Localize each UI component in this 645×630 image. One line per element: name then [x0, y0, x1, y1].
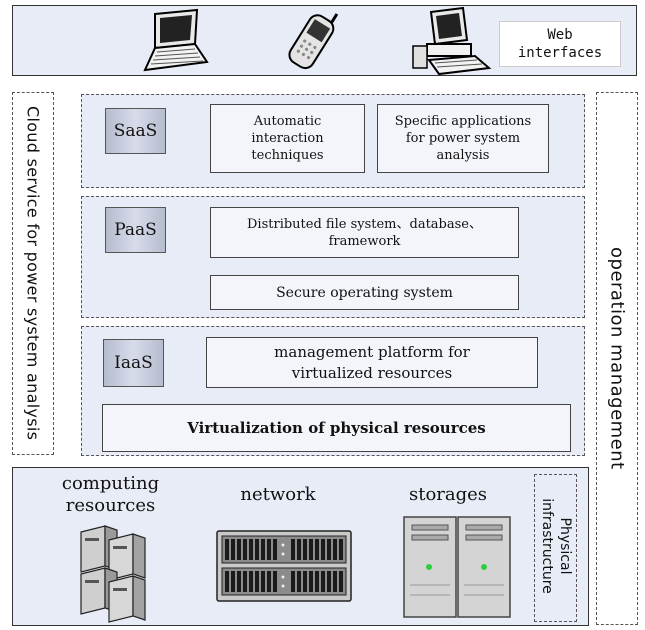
- computing-resources-icon: [80, 525, 146, 623]
- laptop-icon: [143, 8, 209, 72]
- web-interfaces-label: Web interfaces: [499, 21, 621, 67]
- iaas-virtualization-box: Virtualization of physical resources: [102, 404, 571, 452]
- mobile-phone-icon: [288, 13, 339, 70]
- physical-infrastructure-label: Physical infrastructure: [539, 498, 573, 594]
- iaas-layer: IaaS management platform for virtualized…: [81, 326, 585, 456]
- operation-management-label-box: operation management: [596, 92, 638, 625]
- paas-layer: PaaS Distributed file system、database、 f…: [81, 196, 585, 318]
- network-icon: [216, 530, 352, 602]
- cloud-service-label: Cloud service for power system analysis: [23, 105, 43, 441]
- web-interfaces-band: Web interfaces: [12, 5, 637, 76]
- desktop-computer-icon: [412, 6, 492, 76]
- storages-icon: [403, 516, 511, 618]
- network-label: network: [240, 484, 316, 505]
- cloud-service-label-box: Cloud service for power system analysis: [12, 92, 54, 455]
- saas-automatic-interaction-box: Automatic interaction techniques: [210, 104, 365, 173]
- operation-management-label: operation management: [606, 246, 628, 470]
- saas-specific-applications-box: Specific applications for power system a…: [377, 104, 549, 173]
- physical-infrastructure-band: computing resources network storages: [12, 467, 589, 626]
- computing-resources-label: computing resources: [61, 473, 160, 516]
- iaas-tag: IaaS: [103, 339, 164, 387]
- iaas-management-platform-box: management platform for virtualized reso…: [206, 337, 538, 388]
- paas-secure-os-box: Secure operating system: [210, 275, 519, 310]
- paas-tag: PaaS: [105, 207, 166, 253]
- saas-tag: SaaS: [105, 108, 166, 154]
- saas-layer: SaaS Automatic interaction techniques Sp…: [81, 94, 585, 188]
- paas-distributed-file-system-box: Distributed file system、database、 framew…: [210, 207, 519, 258]
- physical-infrastructure-label-box: Physical infrastructure: [534, 474, 577, 622]
- storages-label: storages: [408, 484, 488, 505]
